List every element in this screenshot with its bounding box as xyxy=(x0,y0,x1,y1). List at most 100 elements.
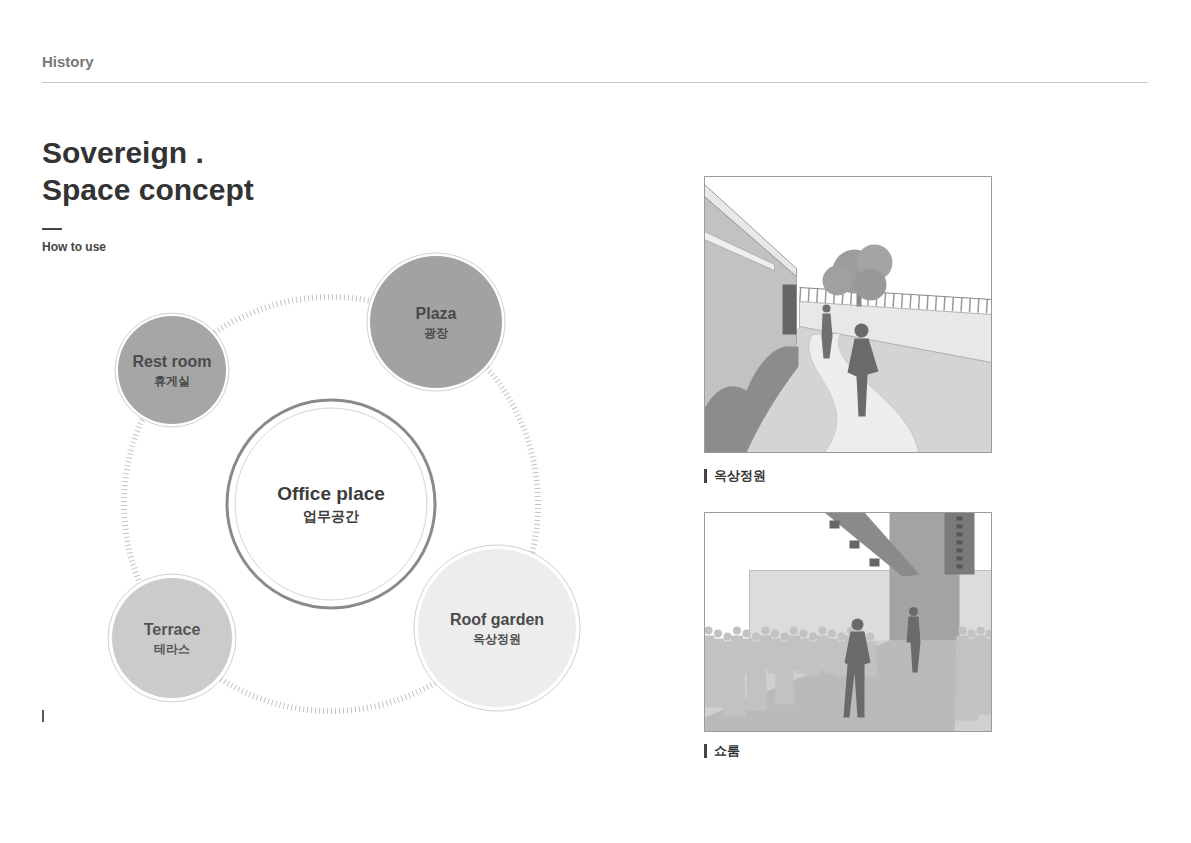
inner-disc xyxy=(118,316,226,424)
crowd-head xyxy=(976,644,989,657)
outer-ring xyxy=(414,545,580,711)
crowd-head xyxy=(986,630,992,638)
circle-outline xyxy=(107,573,237,703)
crowd-head xyxy=(866,633,874,641)
window-strip xyxy=(705,232,775,271)
crowd-head xyxy=(809,633,817,641)
crowd-figure xyxy=(775,643,795,705)
node-text-group: Rest room 휴게실 xyxy=(114,312,230,428)
bushes xyxy=(705,347,799,453)
crowd-head xyxy=(779,643,790,654)
crowd-body xyxy=(746,658,767,711)
outer-ring xyxy=(108,574,236,702)
spotlight xyxy=(870,559,880,567)
person-figure xyxy=(848,339,879,417)
person-figure xyxy=(855,324,869,338)
page-mark xyxy=(42,710,44,722)
illustration-body xyxy=(705,177,992,453)
outer-ring xyxy=(227,400,435,608)
person-figure xyxy=(822,314,833,359)
zone-circle: Roof garden 옥상정원 xyxy=(413,544,581,712)
crowd-head xyxy=(960,646,974,660)
spotlight xyxy=(850,541,860,549)
zone-name: Rest room xyxy=(132,352,211,372)
crowd-body xyxy=(971,659,991,715)
parapet xyxy=(800,302,992,363)
sky xyxy=(705,177,992,453)
showroom-illustration xyxy=(702,513,997,732)
door xyxy=(783,285,797,335)
crowd-head xyxy=(977,627,985,635)
crowd-body xyxy=(723,661,745,717)
image-caption: 쇼룸 xyxy=(714,743,740,759)
crowd-head xyxy=(705,627,713,635)
node-text-group: Office place 업무공간 xyxy=(225,398,437,610)
railing-posts xyxy=(800,295,992,307)
zone-name: Terrace xyxy=(144,620,201,640)
model-figure xyxy=(909,607,918,616)
zone-name: Office place xyxy=(277,482,385,506)
zone-name: Roof garden xyxy=(450,610,544,630)
zone-name-korean: 업무공간 xyxy=(303,508,359,526)
image-frame xyxy=(705,177,992,453)
zone-circle: Office place 업무공간 xyxy=(225,398,437,610)
crowd-head xyxy=(838,633,846,641)
crowd-body xyxy=(705,655,726,708)
zone-circle: Plaza 광장 xyxy=(366,252,506,392)
crowd-figure xyxy=(746,645,767,711)
outer-ring xyxy=(367,253,505,391)
circle-outline xyxy=(114,312,230,428)
caption-bar xyxy=(704,469,707,483)
inner-disc xyxy=(370,256,502,388)
circle-outline xyxy=(413,544,581,712)
subtitle-label: How to use xyxy=(42,240,106,255)
image-frame xyxy=(705,513,992,732)
crowd-figure xyxy=(971,644,991,714)
zone-name-korean: 테라스 xyxy=(154,642,190,657)
inner-disc xyxy=(112,578,232,698)
crowd-head xyxy=(771,630,779,638)
page-title: Sovereign . Space concept xyxy=(42,134,292,208)
zone-name-korean: 휴게실 xyxy=(154,374,190,389)
crowd-figure xyxy=(705,642,726,708)
zone-name: Plaza xyxy=(416,304,457,324)
node-text-group: Roof garden 옥상정원 xyxy=(413,544,581,712)
crowd-head xyxy=(781,633,789,641)
crowd-head xyxy=(819,627,827,635)
inner-disc xyxy=(418,549,576,707)
outer-ring xyxy=(115,313,229,427)
inner-disc xyxy=(235,408,427,600)
crowd-head xyxy=(728,646,741,659)
crowd-head xyxy=(714,630,722,638)
crowd-body xyxy=(775,656,795,705)
pattern-dots xyxy=(957,517,963,571)
header-rule xyxy=(42,82,1148,83)
tree-crown xyxy=(855,269,887,301)
crowd-head xyxy=(743,630,751,638)
crowd-head xyxy=(968,630,976,638)
crowd-head xyxy=(828,630,836,638)
crowd-head xyxy=(959,627,967,635)
model-figure xyxy=(844,632,871,718)
roof-railing xyxy=(705,185,797,277)
ceiling-truss xyxy=(825,513,920,577)
crowd-head xyxy=(724,633,732,641)
crowd-head xyxy=(751,645,763,657)
zone-name-korean: 광장 xyxy=(424,326,448,341)
spotlight xyxy=(830,521,840,529)
zone-name-korean: 옥상정원 xyxy=(473,632,521,647)
person-figure xyxy=(823,305,831,313)
title-dash xyxy=(42,228,62,230)
pattern-panel xyxy=(945,513,975,575)
zone-circle: Terrace 테라스 xyxy=(107,573,237,703)
crowd-head xyxy=(709,642,721,654)
node-text-group: Terrace 테라스 xyxy=(107,573,237,703)
crowd-head xyxy=(733,627,741,635)
crowd-head xyxy=(762,627,770,635)
model-figure xyxy=(907,617,921,673)
node-text-group: Plaza 광장 xyxy=(366,252,506,392)
crowd-head xyxy=(790,627,798,635)
zone-circle: Rest room 휴게실 xyxy=(114,312,230,428)
crowd-head xyxy=(800,630,808,638)
